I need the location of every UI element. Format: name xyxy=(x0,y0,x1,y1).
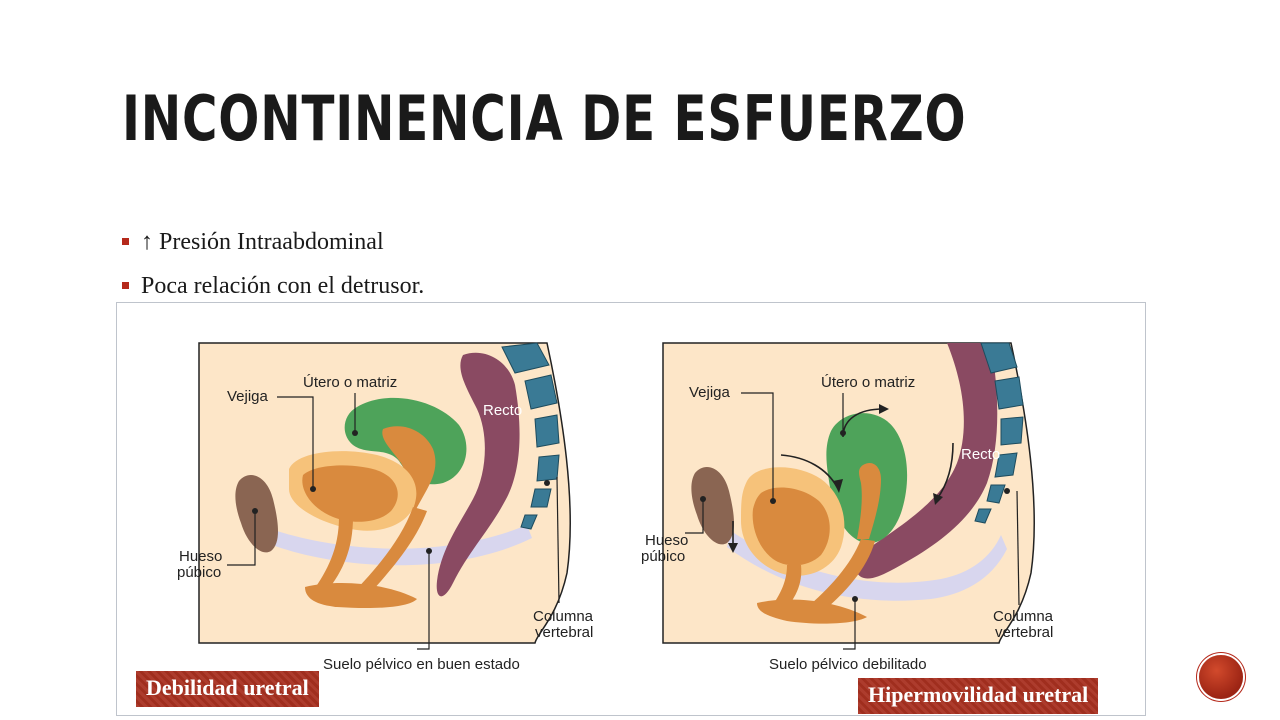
leader-lines-left xyxy=(227,393,560,650)
slide-nav-button[interactable] xyxy=(1199,655,1243,699)
label-vertebral-right: vertebral xyxy=(995,624,1053,641)
slide-title: INCONTINENCIA DE ESFUERZO xyxy=(122,82,967,155)
perineum-right xyxy=(757,599,867,624)
label-pubico-right: púbico xyxy=(641,548,685,565)
label-pubico-left: púbico xyxy=(177,564,221,581)
label-hueso-left: Hueso xyxy=(179,548,222,565)
vagina-right xyxy=(805,539,875,613)
label-columna-right: Columna xyxy=(993,608,1054,625)
urethra-left xyxy=(313,517,353,591)
caption-left: Debilidad uretral xyxy=(136,671,319,707)
bullet-list: ↑ Presión Intraabdominal Poca relación c… xyxy=(122,225,424,313)
label-utero-right: Útero o matriz xyxy=(821,374,915,391)
left-panel: Vejiga Útero o matriz Recto Hueso púbico… xyxy=(177,342,594,673)
vertebral-column-right xyxy=(974,342,1024,524)
bladder-inner-left xyxy=(302,465,398,522)
label-recto-right: Recto xyxy=(961,446,1000,463)
bullet-square-icon xyxy=(122,238,129,245)
rectum-left xyxy=(436,352,520,597)
uterus-cavity-left xyxy=(382,426,436,511)
leader-dots-left xyxy=(252,430,550,554)
bullet-item: Poca relación con el detrusor. xyxy=(122,269,424,313)
bladder-inner-right xyxy=(752,487,830,566)
rectum-right xyxy=(855,343,998,579)
bullet-text: Poca relación con el detrusor. xyxy=(141,273,425,299)
label-recto-left: Recto xyxy=(483,402,522,419)
pelvic-anatomy-figure: Vejiga Útero o matriz Recto Hueso púbico… xyxy=(116,302,1146,716)
leader-dots-right xyxy=(700,430,1010,602)
right-panel: Vejiga Útero o matriz Recto Hueso púbico… xyxy=(641,342,1054,673)
label-vertebral-left: vertebral xyxy=(535,624,593,641)
bullet-item: ↑ Presión Intraabdominal xyxy=(122,225,424,269)
arrow-heads-right xyxy=(728,404,943,553)
pubic-bone-right xyxy=(691,467,734,545)
vertebral-column-left xyxy=(501,342,560,530)
bullet-text: ↑ Presión Intraabdominal xyxy=(141,229,384,255)
pubic-bone-left xyxy=(235,475,278,553)
label-hueso-right: Hueso xyxy=(645,532,688,549)
label-suelo-left: Suelo pélvico en buen estado xyxy=(323,656,520,673)
leader-lines-right xyxy=(685,392,1020,650)
label-utero-left: Útero o matriz xyxy=(303,374,397,391)
uterus-cavity-right xyxy=(857,462,881,539)
caption-right: Hipermovilidad uretral xyxy=(858,678,1099,714)
bullet-square-icon xyxy=(122,282,129,289)
label-suelo-right: Suelo pélvico debilitado xyxy=(769,656,927,673)
label-columna-left: Columna xyxy=(533,608,594,625)
perineum-left xyxy=(305,583,417,609)
label-vejiga-right: Vejiga xyxy=(689,384,731,401)
vagina-left xyxy=(345,507,427,603)
anatomy-diagram: Vejiga Útero o matriz Recto Hueso púbico… xyxy=(177,342,1054,673)
label-vejiga-left: Vejiga xyxy=(227,388,269,405)
